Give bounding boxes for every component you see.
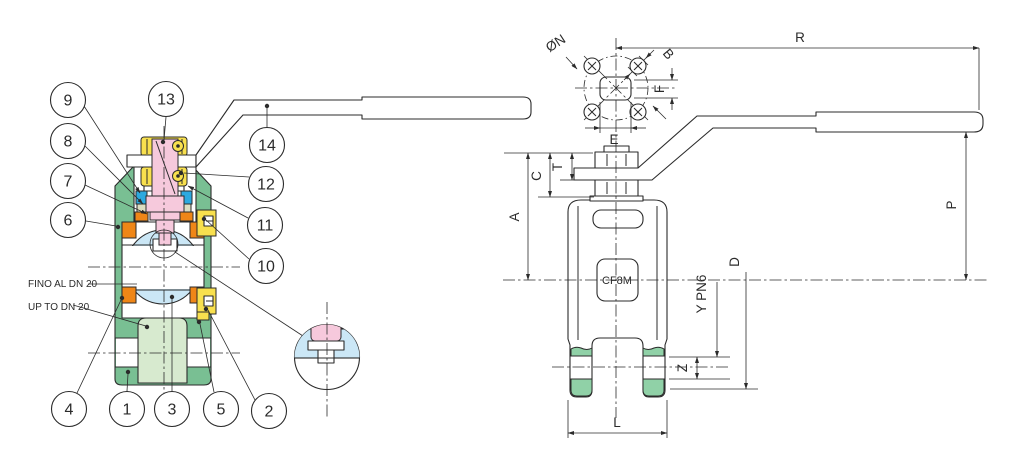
svg-text:11: 11 <box>257 218 274 235</box>
svg-text:E: E <box>609 132 618 147</box>
svg-text:13: 13 <box>157 92 175 109</box>
svg-text:R: R <box>795 30 805 45</box>
svg-text:Z: Z <box>675 364 690 372</box>
svg-text:Y PN6: Y PN6 <box>694 275 709 314</box>
material-label: CF8M <box>602 275 632 287</box>
dim-Z: Z <box>669 356 730 380</box>
callout-5: 5 <box>202 390 240 428</box>
svg-text:6: 6 <box>64 213 73 230</box>
seat-face <box>642 346 665 357</box>
svg-text:9: 9 <box>64 93 73 110</box>
svg-text:A: A <box>507 212 522 221</box>
note-italian: FINO AL DN 20 <box>28 279 98 290</box>
seat-face <box>570 346 593 357</box>
body-boss <box>592 209 644 229</box>
handle <box>573 111 984 181</box>
dim-R: R <box>615 30 980 110</box>
callout-14: 14 <box>248 126 286 164</box>
note-english: UP TO DN 20 <box>28 302 90 313</box>
callout-12: 12 <box>247 165 285 203</box>
callout-leaders <box>72 103 270 401</box>
svg-text:P: P <box>944 200 959 209</box>
svg-text:3: 3 <box>168 402 177 419</box>
dim-E: E <box>585 102 646 147</box>
callout-2: 2 <box>250 392 288 430</box>
svg-text:F: F <box>652 85 667 93</box>
callout-7: 7 <box>49 162 87 200</box>
dimensions: R ØN B F <box>504 30 980 438</box>
dim-N: ØN <box>543 31 667 120</box>
callout-6: 6 <box>49 201 87 239</box>
svg-text:12: 12 <box>257 177 275 194</box>
stem-stack <box>589 145 644 202</box>
callout-11: 11 <box>246 206 284 244</box>
callout-13: 13 <box>147 80 185 118</box>
callout-8: 8 <box>49 122 87 160</box>
dim-L: L <box>567 400 668 438</box>
callout-1: 1 <box>108 390 146 428</box>
seat-retainer-lower <box>196 287 217 321</box>
dim-F: F <box>634 68 678 110</box>
dim-T: T <box>550 152 574 181</box>
svg-text:14: 14 <box>258 138 276 155</box>
handle-lever <box>195 96 532 168</box>
seat-face <box>642 378 665 397</box>
left-view-cross-section: FINO AL DN 20 UP TO DN 20 9 13 14 8 12 7… <box>28 80 532 430</box>
svg-text:5: 5 <box>217 402 226 419</box>
dim-D: D <box>670 257 758 390</box>
svg-text:2: 2 <box>265 404 274 421</box>
body-insert <box>137 317 188 384</box>
dim-P: P <box>944 131 968 281</box>
svg-text:C: C <box>529 171 544 181</box>
svg-text:L: L <box>613 415 621 430</box>
seat-retainer-upper <box>196 209 217 237</box>
svg-text:7: 7 <box>64 174 73 191</box>
callout-10: 10 <box>247 247 285 285</box>
detail-marker-circle <box>149 229 179 259</box>
callout-9: 9 <box>49 81 87 119</box>
svg-text:10: 10 <box>257 259 275 276</box>
detail-view <box>293 302 361 418</box>
svg-text:1: 1 <box>123 402 132 419</box>
bolt-holes <box>583 57 647 121</box>
svg-text:T: T <box>550 163 565 171</box>
seat-face <box>570 378 593 397</box>
svg-text:ØN: ØN <box>543 31 568 55</box>
dim-Y: Y PN6 <box>694 275 719 358</box>
svg-text:8: 8 <box>64 134 73 151</box>
seat <box>121 286 137 304</box>
right-view-dimensioned: CF8M R <box>503 30 988 438</box>
seat <box>121 221 137 239</box>
svg-text:D: D <box>727 257 742 267</box>
callout-4: 4 <box>50 390 88 428</box>
dim-C: C <box>529 152 594 198</box>
mounting-pad-top-view <box>575 55 676 121</box>
svg-text:4: 4 <box>65 402 74 419</box>
callout-3: 3 <box>153 390 191 428</box>
